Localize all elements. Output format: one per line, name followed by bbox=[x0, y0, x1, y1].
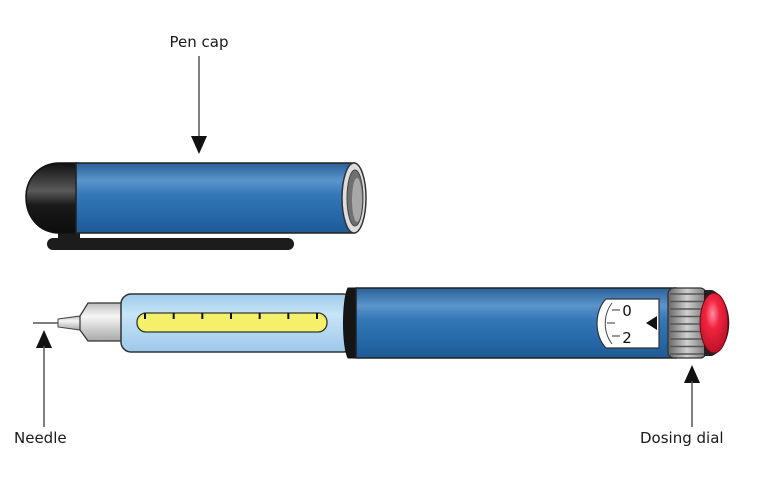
pen-cap-clip bbox=[47, 238, 294, 250]
dosing-dial-arrowhead-icon bbox=[684, 365, 700, 383]
needle-tip-holder bbox=[57, 315, 81, 331]
needle-hub bbox=[79, 302, 125, 342]
dosing-dial-ridges bbox=[670, 293, 704, 355]
dose-number-2: 2 bbox=[622, 329, 632, 347]
needle-arrowhead-icon bbox=[36, 330, 52, 348]
body-collar bbox=[343, 287, 359, 359]
pen-cap bbox=[25, 162, 367, 250]
dose-number-0: 0 bbox=[622, 302, 632, 320]
cartridge-scale-ticks bbox=[144, 313, 318, 319]
needle-label: Needle bbox=[14, 429, 67, 447]
pen-cap-callout: Pen cap bbox=[170, 33, 229, 154]
pen-cap-barrel bbox=[75, 162, 355, 234]
dosing-dial-red-cap bbox=[699, 292, 729, 354]
pen-cap-label: Pen cap bbox=[170, 33, 229, 51]
dose-pointer-icon bbox=[646, 316, 657, 330]
dosing-dial-callout: Dosing dial bbox=[640, 365, 724, 447]
needle-callout: Needle bbox=[14, 330, 67, 447]
pen-cap-arrowhead-icon bbox=[191, 136, 207, 154]
pen-body: 0 2 bbox=[33, 287, 730, 359]
dose-window: 0 2 bbox=[596, 298, 660, 349]
dosing-dial-label: Dosing dial bbox=[640, 429, 724, 447]
pen-cap-end bbox=[25, 162, 79, 234]
